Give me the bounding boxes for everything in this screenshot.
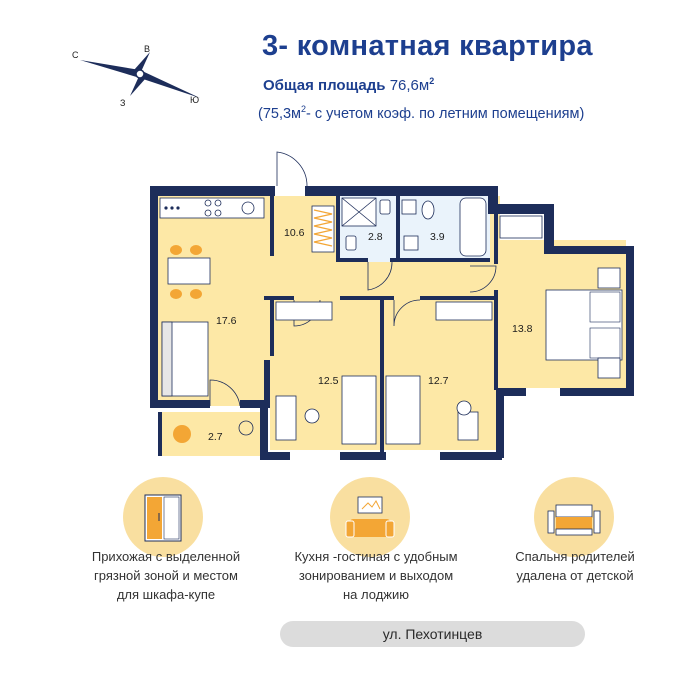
child-room-furniture	[275, 301, 493, 445]
feature-text-living: Кухня -гостиная с удобным зонированием и…	[278, 547, 474, 604]
feature-living	[330, 477, 410, 557]
room-area-bedroom: 13.8	[512, 323, 533, 335]
floor-plan: В З С Ю	[72, 44, 634, 460]
feature-line: Кухня -гостиная с удобным	[294, 549, 458, 564]
compass-e: Ю	[190, 95, 199, 105]
compass-n: В	[144, 44, 150, 54]
feature-line: на лоджию	[343, 587, 409, 602]
bedroom-furniture	[499, 215, 623, 379]
area-note-prefix: (75,3м	[258, 105, 302, 122]
feature-line: для шкафа-купе	[116, 587, 216, 602]
page-title: 3- комнатная квартира	[262, 30, 593, 62]
room-area-loggia: 2.7	[208, 431, 223, 443]
feature-line: грязной зоной и местом	[94, 568, 238, 583]
room-area-child2: 12.7	[428, 375, 449, 387]
feature-line: Прихожая с выделенной	[91, 549, 241, 564]
feature-line: удалена от детской	[516, 568, 634, 583]
feature-wardrobe	[123, 477, 203, 557]
area-note: (75,3м2- с учетом коэф. по летним помеще…	[258, 104, 584, 122]
hall-wardrobe	[311, 205, 335, 253]
street-label: ул. Пехотинцев	[280, 621, 585, 647]
room-area-hall: 10.6	[284, 227, 305, 239]
room-area-kitchen: 17.6	[216, 315, 237, 327]
sofa-icon	[345, 496, 395, 538]
room-area-child1: 12.5	[318, 375, 339, 387]
compass-w: С	[72, 50, 79, 60]
loggia-furniture	[173, 420, 254, 443]
total-area: Общая площадь 76,6м2	[263, 76, 434, 94]
total-area-value: 76,6м	[389, 77, 430, 94]
wardrobe-icon	[144, 494, 182, 542]
area-note-sup: 2	[301, 104, 307, 114]
feature-text-bedroom: Спальня родителей удалена от детской	[500, 547, 650, 585]
bed-icon	[547, 504, 601, 536]
kitchen-furniture	[159, 197, 265, 397]
feature-line: зонированием и выходом	[298, 568, 454, 583]
total-area-label: Общая площадь	[263, 77, 386, 94]
room-area-bath2: 3.9	[430, 231, 445, 243]
area-note-suffix: - с учетом коэф. по летним помещениям)	[306, 105, 585, 122]
bathroom-fixtures	[341, 197, 487, 257]
compass-rose-icon: В З С Ю	[72, 44, 200, 108]
feature-bedroom	[534, 477, 614, 557]
room-area-bath1: 2.8	[368, 231, 383, 243]
total-area-sup: 2	[429, 76, 435, 86]
feature-text-wardrobe: Прихожая с выделенной грязной зоной и ме…	[78, 547, 254, 604]
compass-s: З	[120, 98, 125, 108]
feature-line: Спальня родителей	[515, 549, 635, 564]
walls	[150, 186, 634, 460]
